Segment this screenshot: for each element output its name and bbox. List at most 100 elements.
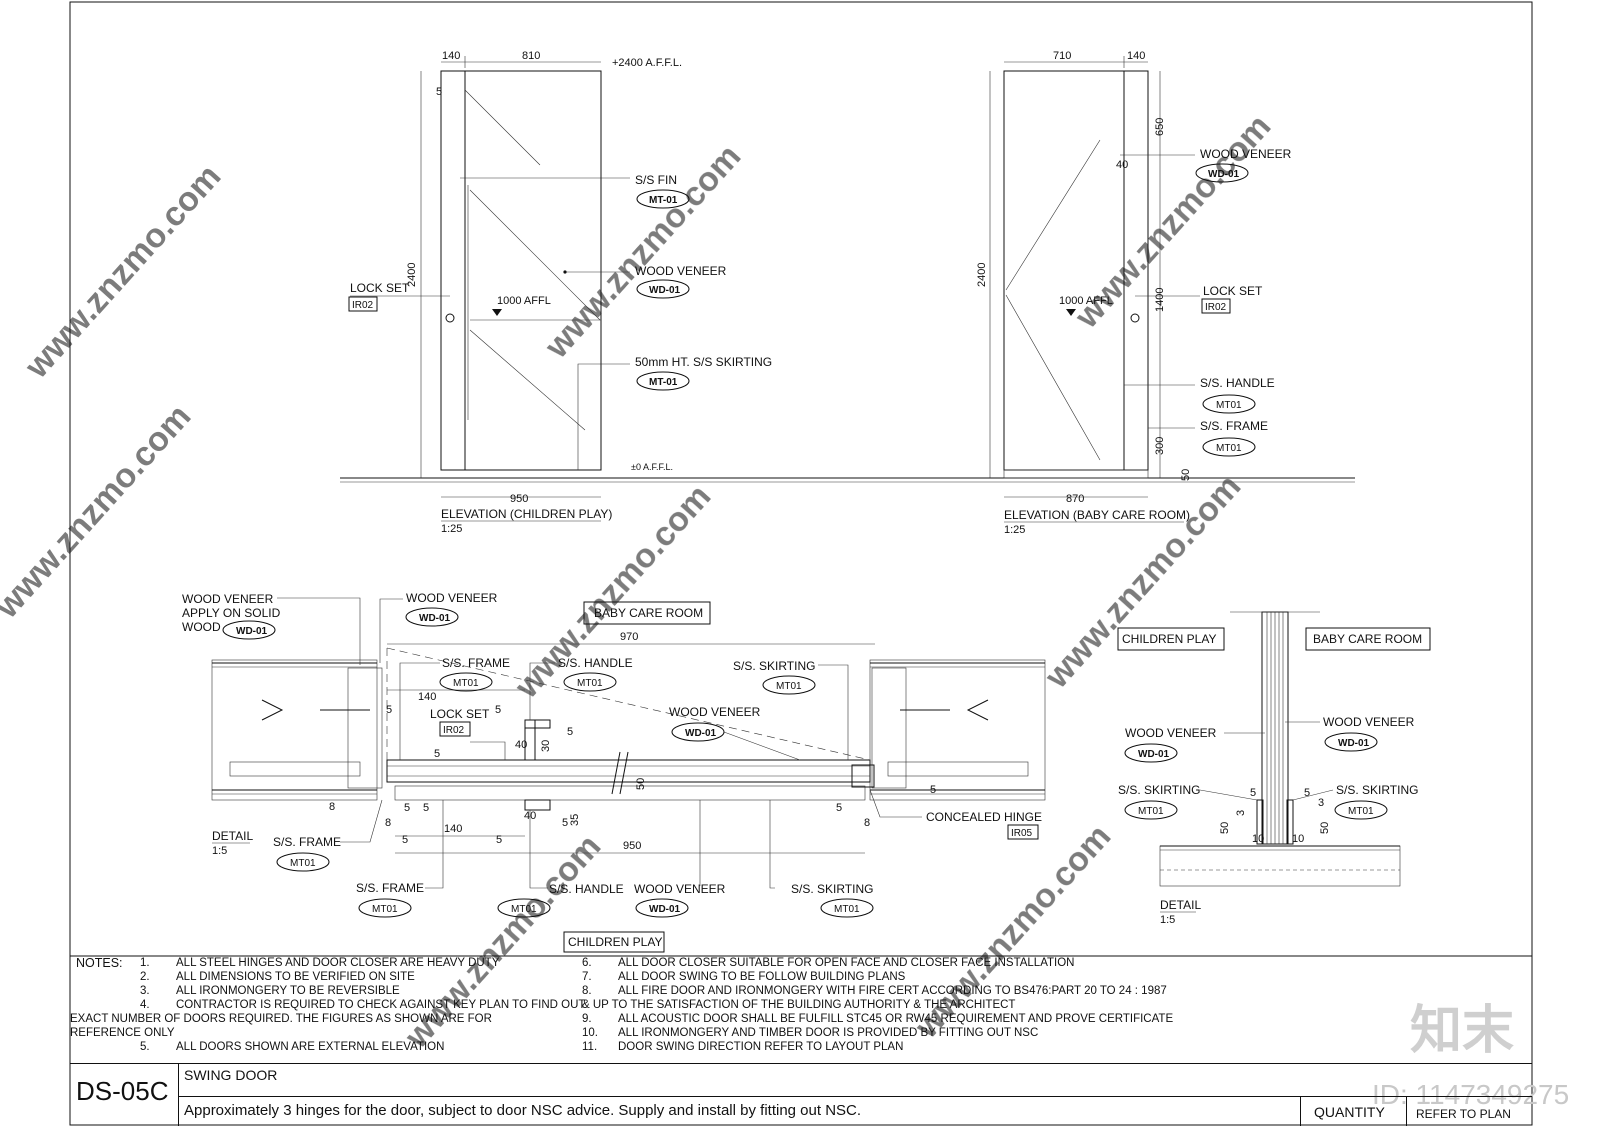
note-number: 3. bbox=[140, 985, 150, 997]
dim-2400: 2400 bbox=[976, 263, 988, 287]
callout-ss-skirting-right: S/S. SKIRTING MT01 bbox=[1292, 783, 1418, 820]
svg-text:IR02: IR02 bbox=[443, 725, 465, 736]
notes-heading: NOTES: bbox=[76, 956, 123, 970]
section-detail: CHILDREN PLAY BABY CARE ROOM WOOD VENEER… bbox=[1117, 611, 1431, 926]
drawing-code: DS-05C bbox=[76, 1076, 169, 1106]
callout-skirting: 50mm HT. S/S SKIRTING MT-01 bbox=[577, 355, 772, 470]
dim-140a: 140 bbox=[418, 691, 436, 703]
dim-140b: 140 bbox=[444, 823, 462, 835]
svg-text:MT01: MT01 bbox=[577, 678, 603, 689]
dim-2400: 2400 bbox=[406, 263, 418, 287]
svg-text:S/S. HANDLE: S/S. HANDLE bbox=[558, 656, 633, 670]
room-baby-care: BABY CARE ROOM bbox=[594, 606, 703, 620]
room-baby-care: BABY CARE ROOM bbox=[1313, 632, 1422, 646]
watermark-logo: 知末 bbox=[1410, 1002, 1514, 1060]
svg-text:MT01: MT01 bbox=[1348, 806, 1374, 817]
callout-wood-veneer-right: WOOD VENEER WD-01 bbox=[1285, 715, 1415, 752]
dim-50: 50 bbox=[635, 778, 647, 790]
note-text: ALL DIMENSIONS TO BE VERIFIED ON SITE bbox=[176, 971, 415, 983]
dim-50-b: 50 bbox=[1319, 822, 1331, 834]
svg-text:WOOD VENEER: WOOD VENEER bbox=[406, 591, 498, 605]
svg-text:S/S. SKIRTING: S/S. SKIRTING bbox=[1336, 783, 1418, 797]
section-scale: 1:5 bbox=[1160, 914, 1175, 926]
callout-lock-set: LOCK SET IR02 bbox=[348, 281, 450, 312]
watermark-text-2: www.znzmo.com bbox=[537, 137, 748, 366]
svg-text:WOOD VENEER: WOOD VENEER bbox=[635, 264, 727, 278]
affl-label: 1000 AFFL bbox=[1059, 295, 1113, 307]
callout-ss-handle: S/S. HANDLE MT01 bbox=[1124, 376, 1275, 414]
dim-5-c: 5 bbox=[495, 704, 501, 716]
callout-ss-handle-top: S/S. HANDLE MT01 bbox=[529, 656, 633, 720]
note-row: 7.ALL DOOR SWING TO BE FOLLOW BUILDING P… bbox=[582, 970, 1173, 984]
watermark-text-1: www.znzmo.com bbox=[17, 157, 228, 386]
svg-text:S/S. FRAME: S/S. FRAME bbox=[356, 881, 424, 895]
dim-5-b: 5 bbox=[434, 748, 440, 760]
svg-text:50mm HT. S/S SKIRTING: 50mm HT. S/S SKIRTING bbox=[635, 355, 772, 369]
dim-5: 5 bbox=[436, 86, 442, 98]
note-row: & UP TO THE SATISFACTION OF THE BUILDING… bbox=[582, 998, 1173, 1012]
svg-text:WD-01: WD-01 bbox=[236, 626, 268, 637]
notes-left-column: 1.ALL STEEL HINGES AND DOOR CLOSER ARE H… bbox=[70, 956, 585, 1054]
callout-ss-skirting-top: S/S. SKIRTING MT01 bbox=[733, 659, 849, 760]
room-children-play: CHILDREN PLAY bbox=[1122, 632, 1216, 646]
dim-10-b: 10 bbox=[1292, 833, 1304, 845]
note-row: 5.ALL DOORS SHOWN ARE EXTERNAL ELEVATION bbox=[70, 1040, 585, 1054]
svg-text:APPLY ON SOLID: APPLY ON SOLID bbox=[182, 606, 281, 620]
callout-wood-veneer-top: WOOD VENEER WD-01 bbox=[379, 591, 498, 663]
dim-50-a: 50 bbox=[1219, 822, 1231, 834]
dim-300: 300 bbox=[1154, 437, 1166, 455]
callout-veneer-solid-wood: WOOD VENEER APPLY ON SOLID WOOD WD-01 bbox=[182, 592, 361, 665]
note-text: REFERENCE ONLY bbox=[70, 1027, 175, 1039]
drawing-title: SWING DOOR bbox=[184, 1067, 278, 1083]
svg-text:S/S. FRAME: S/S. FRAME bbox=[442, 656, 510, 670]
svg-text:WD-01: WD-01 bbox=[649, 904, 681, 915]
note-number: 9. bbox=[582, 1013, 592, 1025]
svg-text:S/S. SKIRTING: S/S. SKIRTING bbox=[1118, 783, 1200, 797]
elevation-baby-care-room: 710 140 2400 650 40 1400 300 50 870 1000… bbox=[976, 50, 1292, 536]
elevation-caption: ELEVATION (CHILDREN PLAY) bbox=[441, 507, 612, 521]
svg-text:WD-01: WD-01 bbox=[649, 285, 681, 296]
note-text: DOOR SWING DIRECTION REFER TO LAYOUT PLA… bbox=[618, 1041, 904, 1053]
callout-ss-skirting-bottom: S/S. SKIRTING MT01 bbox=[769, 800, 874, 918]
elevation-scale: 1:25 bbox=[441, 523, 462, 535]
note-number: 2. bbox=[140, 971, 150, 983]
room-children-play: CHILDREN PLAY bbox=[568, 935, 662, 949]
svg-text:WOOD: WOOD bbox=[182, 620, 221, 634]
drawing-description: Approximately 3 hinges for the door, sub… bbox=[184, 1102, 862, 1119]
notes-right-column: 6.ALL DOOR CLOSER SUITABLE FOR OPEN FACE… bbox=[582, 956, 1173, 1054]
callout-wood-veneer-bottom: WOOD VENEER WD-01 bbox=[634, 800, 726, 918]
dim-3-a: 3 bbox=[1235, 810, 1247, 816]
svg-text:CONCEALED HINGE: CONCEALED HINGE bbox=[926, 810, 1042, 824]
note-row: 8.ALL FIRE DOOR AND IRONMONGERY WITH FIR… bbox=[582, 984, 1173, 998]
dim-5-b: 5 bbox=[1304, 787, 1310, 799]
callout-ss-frame-left: S/S. FRAME MT01 bbox=[273, 799, 383, 872]
dim-8-b: 8 bbox=[385, 817, 391, 829]
note-row: 10.ALL IRONMONGERY AND TIMBER DOOR IS PR… bbox=[582, 1026, 1173, 1040]
svg-text:WOOD VENEER: WOOD VENEER bbox=[634, 882, 726, 896]
dim-5-a: 5 bbox=[386, 704, 392, 716]
dim-950: 950 bbox=[623, 840, 641, 852]
watermark-text-4: www.znzmo.com bbox=[0, 397, 198, 626]
dim-5-i: 5 bbox=[562, 817, 568, 829]
watermark-id: ID: 1147349275 bbox=[1372, 1079, 1569, 1110]
dim-10-a: 10 bbox=[1252, 833, 1264, 845]
dim-5-f: 5 bbox=[402, 834, 408, 846]
svg-text:S/S. SKIRTING: S/S. SKIRTING bbox=[733, 659, 815, 673]
svg-text:MT01: MT01 bbox=[1216, 443, 1242, 454]
note-text: ALL IRONMONGERY TO BE REVERSIBLE bbox=[176, 985, 400, 997]
title-block: DS-05C SWING DOOR Approximately 3 hinges… bbox=[70, 1063, 1532, 1126]
note-row: 9. ALL ACOUSTIC DOOR SHALL BE FULFILL STC… bbox=[582, 1012, 1173, 1026]
sheet-border bbox=[69, 1, 1533, 1126]
note-text: ALL DOOR CLOSER SUITABLE FOR OPEN FACE A… bbox=[618, 957, 1075, 969]
svg-text:LOCK SET: LOCK SET bbox=[1203, 284, 1263, 298]
note-text: ALL ACOUSTIC DOOR SHALL BE FULFILL STC45… bbox=[618, 1013, 1174, 1025]
svg-text:S/S. FRAME: S/S. FRAME bbox=[273, 835, 341, 849]
watermark: www.znzmo.com www.znzmo.com www.znzmo.co… bbox=[0, 107, 1278, 1056]
svg-text:S/S. SKIRTING: S/S. SKIRTING bbox=[791, 882, 873, 896]
note-text: ALL IRONMONGERY AND TIMBER DOOR IS PROVI… bbox=[618, 1027, 1039, 1039]
svg-text:WOOD VENEER: WOOD VENEER bbox=[1323, 715, 1415, 729]
dim-40: 40 bbox=[1116, 159, 1128, 171]
svg-text:MT-01: MT-01 bbox=[649, 195, 678, 206]
dim-650: 650 bbox=[1154, 118, 1166, 136]
